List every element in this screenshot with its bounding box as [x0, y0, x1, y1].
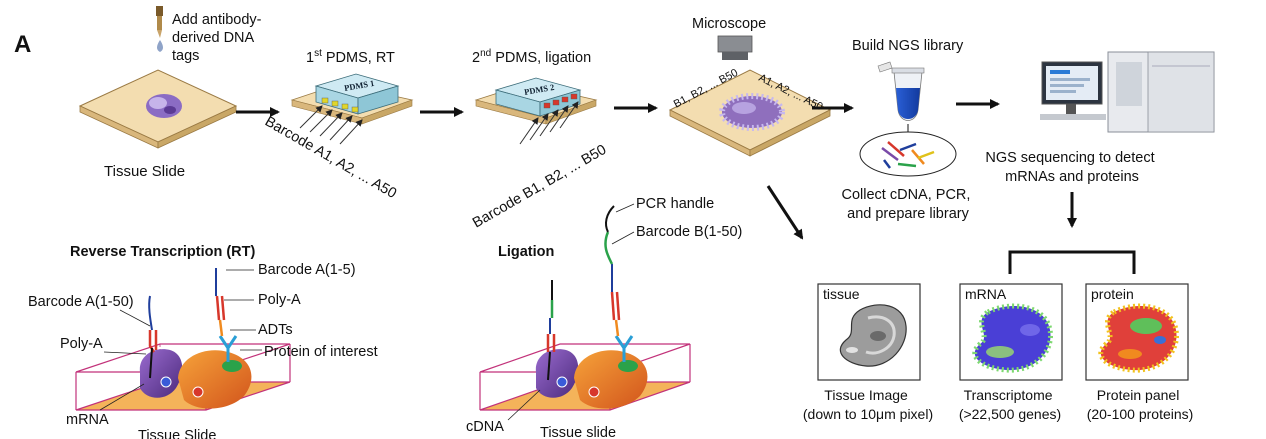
tissue-slide-label: Tissue Slide	[104, 163, 185, 180]
protein-tag: protein	[1091, 286, 1134, 302]
rt-poly-a-left: Poly-A	[60, 336, 103, 352]
rt-adts: ADTs	[258, 322, 293, 338]
ligation-cdna-label: cDNA	[466, 419, 504, 435]
protein-caption-line-2: (20-100 proteins)	[1087, 406, 1194, 422]
pdms2-title: 2nd PDMS, ligation	[472, 48, 591, 66]
rt-barcode-a-1-50: Barcode A(1-50)	[28, 294, 134, 310]
protein-caption: Protein panel (20-100 proteins)	[1087, 387, 1194, 422]
ligation-title: Ligation	[498, 244, 554, 260]
tissue-image-icon	[839, 304, 907, 367]
arrow-to-tissue-image	[766, 185, 804, 240]
mrna-heatmap-icon	[972, 303, 1053, 373]
library-step: Build NGS library Collect cDNA, PCR, and…	[842, 38, 975, 222]
barcode-a-label: Barcode A1, A2, ... A50	[262, 114, 399, 202]
antibody-step-text: Add antibody- derived DNA tags	[172, 12, 266, 64]
pdms2-step: 2nd PDMS, ligation PDMS 2 Barcode B1, B2…	[470, 48, 609, 231]
mrna-tag: mRNA	[965, 286, 1007, 302]
sequencing-step: NGS sequencing to detect mRNAs and prote…	[985, 51, 1215, 274]
mrna-caption-line-1: Transcriptome	[964, 387, 1053, 403]
ligation-mrna-cell-icon	[535, 349, 579, 398]
results-tissue: tissue Tissue Image (down to 10μm pixel)	[803, 283, 933, 422]
tissue-caption-line-1: Tissue Image	[824, 387, 908, 403]
tube-icon	[877, 61, 925, 121]
collect-step-line-1: Collect cDNA, PCR,	[842, 187, 971, 203]
tissue-caption: Tissue Image (down to 10μm pixel)	[803, 387, 933, 422]
results-protein: protein Protein panel (20-100 proteins)	[1085, 283, 1194, 422]
rt-mrna-label: mRNA	[66, 412, 109, 428]
microscope-icon	[717, 35, 753, 60]
pdms1-inlet-arrows	[299, 105, 363, 145]
results-bracket	[1008, 250, 1136, 274]
sequencer-icon	[1040, 51, 1215, 133]
collect-step-line-2: and prepare library	[847, 206, 969, 222]
ngs-library-label: Build NGS library	[852, 38, 964, 54]
antibody-icon	[218, 335, 238, 362]
library-fragments-icon	[881, 141, 935, 169]
microscope-label: Microscope	[692, 16, 766, 32]
protein-of-interest-icon	[222, 360, 242, 372]
collect-step-text: Collect cDNA, PCR, and prepare library	[842, 187, 975, 222]
ligation-pcr-handle: PCR handle	[636, 196, 714, 212]
antibody-step-line-1: Add antibody-	[172, 12, 262, 28]
rt-tissue-slide-label: Tissue Slide	[138, 428, 216, 439]
ligation-panel: Ligation PCR handle Barcode B(1-50)	[466, 196, 742, 439]
mrna-caption: Transcriptome (>22,500 genes)	[959, 387, 1061, 422]
tissue-slide-step: Add antibody- derived DNA tags Tissue Sl…	[78, 6, 266, 180]
rt-panel: Reverse Transcription (RT)	[28, 244, 378, 439]
ligation-barcode-b: Barcode B(1-50)	[636, 224, 742, 240]
panel-label: A	[14, 31, 31, 58]
ligation-tissue-slide-label: Tissue slide	[540, 425, 616, 439]
rt-title: Reverse Transcription (RT)	[70, 244, 255, 260]
results-mrna: mRNA Transcriptome (>22,500 genes)	[959, 283, 1063, 422]
dropper-icon	[156, 6, 163, 52]
protein-cell-icon	[178, 350, 252, 409]
tissue-caption-line-2: (down to 10μm pixel)	[803, 406, 933, 422]
barcode-b-label: Barcode B1, B2, ... B50	[470, 142, 609, 232]
protein-caption-line-1: Protein panel	[1097, 387, 1180, 403]
pdms2-inlet-arrows	[519, 101, 579, 145]
sequencing-step-line-1: NGS sequencing to detect	[985, 150, 1154, 166]
protein-heatmap-icon	[1098, 303, 1179, 373]
antibody-step-line-3: tags	[172, 48, 199, 64]
library-zoom-circle	[859, 131, 957, 177]
pdms1-step: 1st PDMS, RT PDMS 1 Barcode A1, A2, ... …	[262, 48, 414, 202]
rt-barcode-a-1-5: Barcode A(1-5)	[258, 262, 356, 278]
pdms1-title: 1st PDMS, RT	[306, 48, 395, 66]
mrna-caption-line-2: (>22,500 genes)	[959, 406, 1061, 422]
pdms1-channels	[321, 97, 359, 113]
antibody-step-line-2: derived DNA	[172, 30, 255, 46]
rt-poly-a-right: Poly-A	[258, 292, 301, 308]
sequencing-step-text: NGS sequencing to detect mRNAs and prote…	[985, 150, 1158, 185]
barcoded-grid-icon	[719, 93, 785, 131]
rt-protein-label: Protein of interest	[264, 344, 378, 360]
imaging-step: Microscope B1, B2, ... B50 A1, A2, ... A…	[668, 16, 832, 157]
pdms2-channels	[543, 93, 578, 109]
tissue-sample-icon	[146, 94, 182, 118]
tissue-tag: tissue	[823, 286, 860, 302]
sequencing-step-line-2: mRNAs and proteins	[1005, 169, 1139, 185]
